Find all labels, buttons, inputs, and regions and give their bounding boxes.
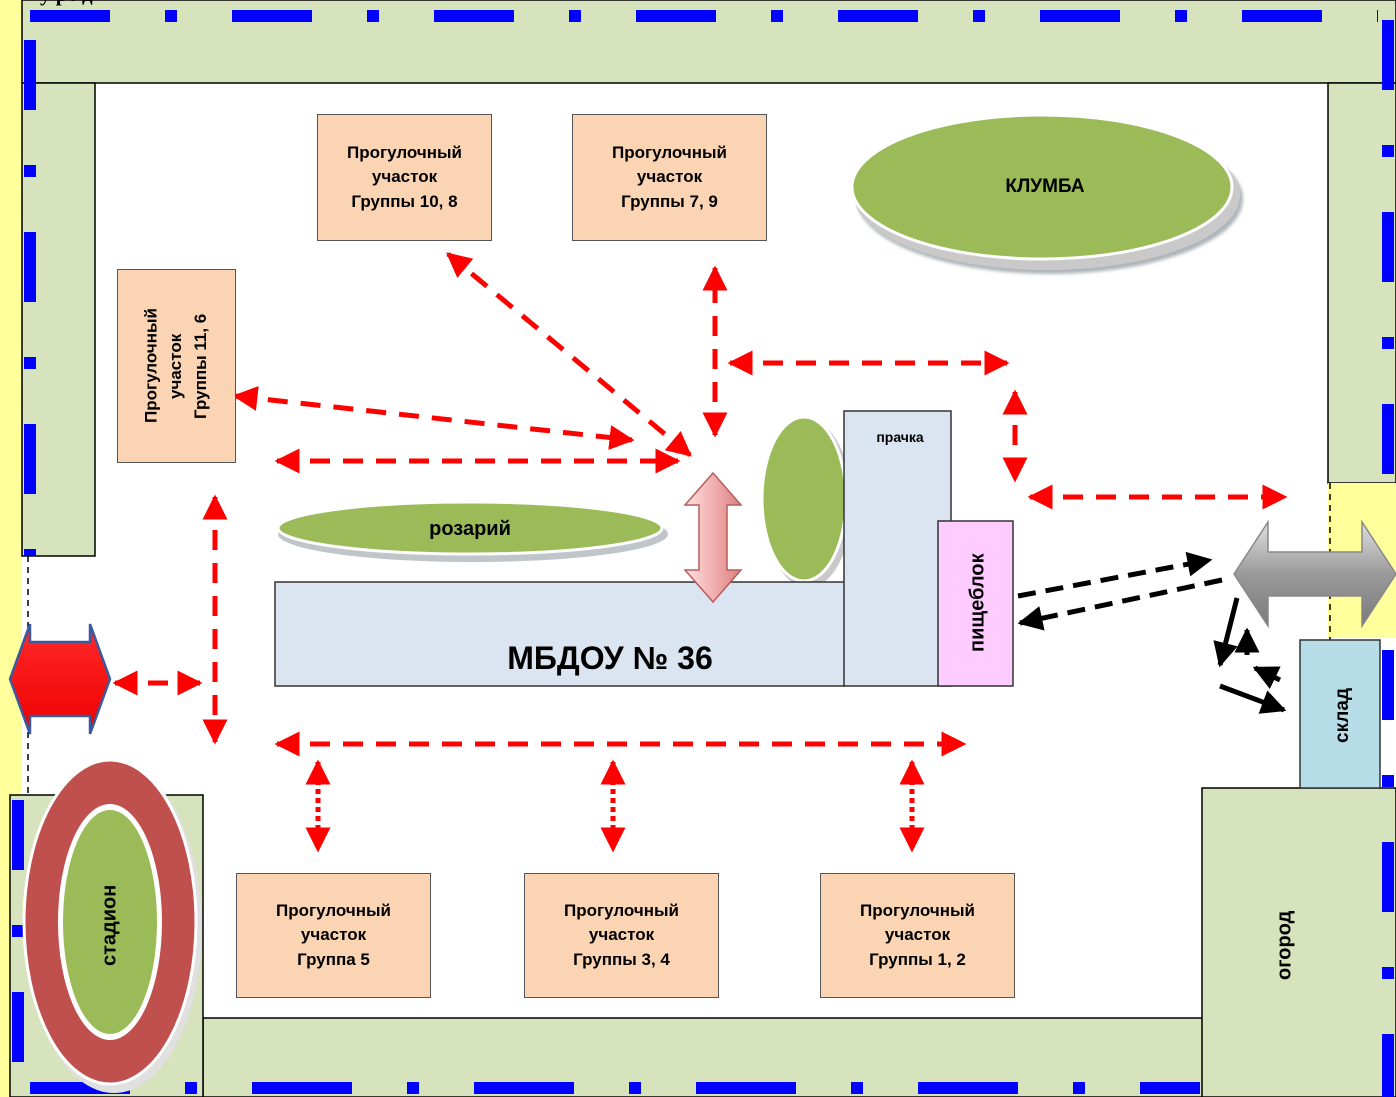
garden-label: огород [1273,910,1296,980]
supply-route-warehouse-in [1219,683,1287,714]
stadium-field [63,810,157,1034]
supply-route-warehouse-out [1252,665,1282,690]
rosary [276,500,664,556]
rosary-label: розарий [429,517,511,540]
building-label: МБДОУ № 36 [507,639,713,676]
header-partial-text: у ре д [40,0,93,12]
plot-groups-1-2: Прогулочный участок Группы 1, 2 [820,873,1015,998]
main-building [274,581,846,687]
kitchen-label: пищеблок [966,553,989,653]
route-to-plot-11-6 [232,386,635,450]
warehouse-label: склад [1332,687,1353,743]
pink-vertical-double-arrow-icon [683,471,743,604]
gray-double-arrow-icon [1233,519,1396,629]
route-to-plot-10-8 [446,252,692,457]
walk-routes [112,252,1288,757]
supply-route-out [1017,551,1213,599]
stadium-label: стадион [98,884,121,966]
garden-area [1201,787,1396,1097]
warehouse [1299,639,1381,789]
walk-routes-dotted [305,759,925,853]
green-strip-left [21,82,96,557]
laundry-building [843,410,952,687]
plot-group-5: Прогулочный участок Группа 5 [236,873,431,998]
flowerbed [850,113,1234,261]
plot-groups-11-6: Прогулочный участок Группы 11, 6 [117,269,236,463]
flowerbed-label: КЛУМБА [1005,176,1085,197]
plot-groups-10-8: Прогулочный участок Группы 10, 8 [317,114,492,241]
small-flowerbed [760,415,848,583]
kitchen-block [937,520,1014,687]
plot-groups-7-9: Прогулочный участок Группы 7, 9 [572,114,767,241]
red-double-arrow-icon [8,623,112,735]
supply-routes [1017,551,1287,714]
laundry-label: прачка [876,429,924,445]
supply-route-down [1213,597,1240,668]
plot-groups-3-4: Прогулочный участок Группы 3, 4 [524,873,719,998]
supply-route-in [1017,577,1223,631]
